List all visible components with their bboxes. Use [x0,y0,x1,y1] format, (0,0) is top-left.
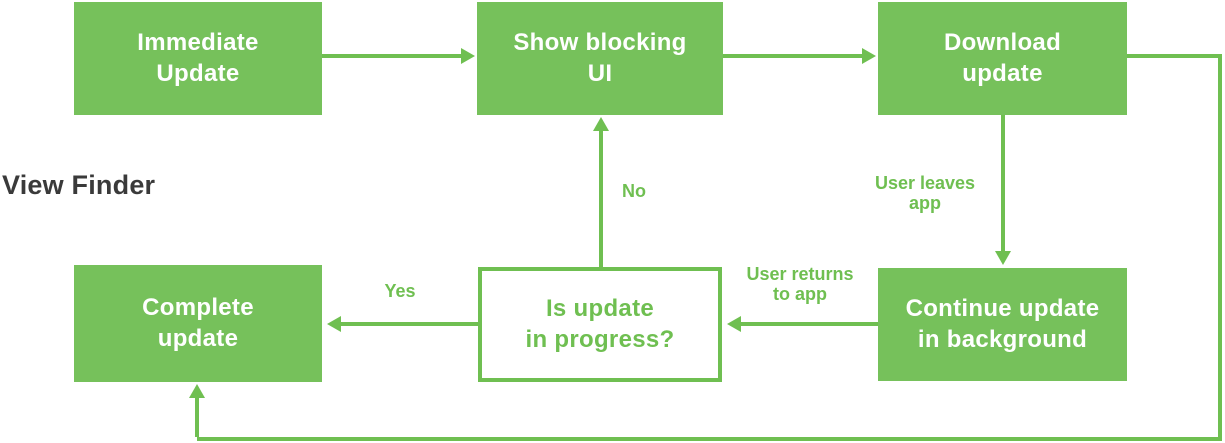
edge-immediate-to-blocking-line [322,54,461,58]
edge-label-yes: Yes [384,281,416,301]
node-download-update: Download update [878,2,1127,115]
node-complete-update: Complete update [74,265,322,382]
arrowhead-right-icon [461,48,475,64]
node-show-blocking-ui: Show blocking UI [477,2,723,115]
edge-label-no: No [622,181,646,201]
arrowhead-down-icon [995,251,1011,265]
arrowhead-up-icon [189,384,205,398]
arrowhead-left-icon [327,316,341,332]
node-is-update-in-progress: Is update in progress? [478,267,722,382]
edge-loop-right-segment [1218,54,1222,439]
edge-decision-to-blocking-line [599,131,603,267]
arrowhead-up-icon [593,117,609,131]
edge-loop-up-segment [195,398,199,437]
edge-label-user-leaves-app: User leaves app [874,173,976,213]
edge-label-user-returns-to-app: User returns to app [746,264,854,304]
arrowhead-left-icon [727,316,741,332]
edge-loop-bottom-segment [197,437,1222,441]
edge-blocking-to-download-line [723,54,862,58]
edge-download-to-continue-line [1001,115,1005,251]
side-label-view-finder: View Finder [2,170,156,200]
edge-decision-to-complete-line [341,322,478,326]
node-continue-update-in-background: Continue update in background [878,268,1127,381]
edge-continue-to-decision-line [741,322,878,326]
edge-loop-top-segment [1127,54,1221,58]
arrowhead-right-icon [862,48,876,64]
node-immediate-update: Immediate Update [74,2,322,115]
